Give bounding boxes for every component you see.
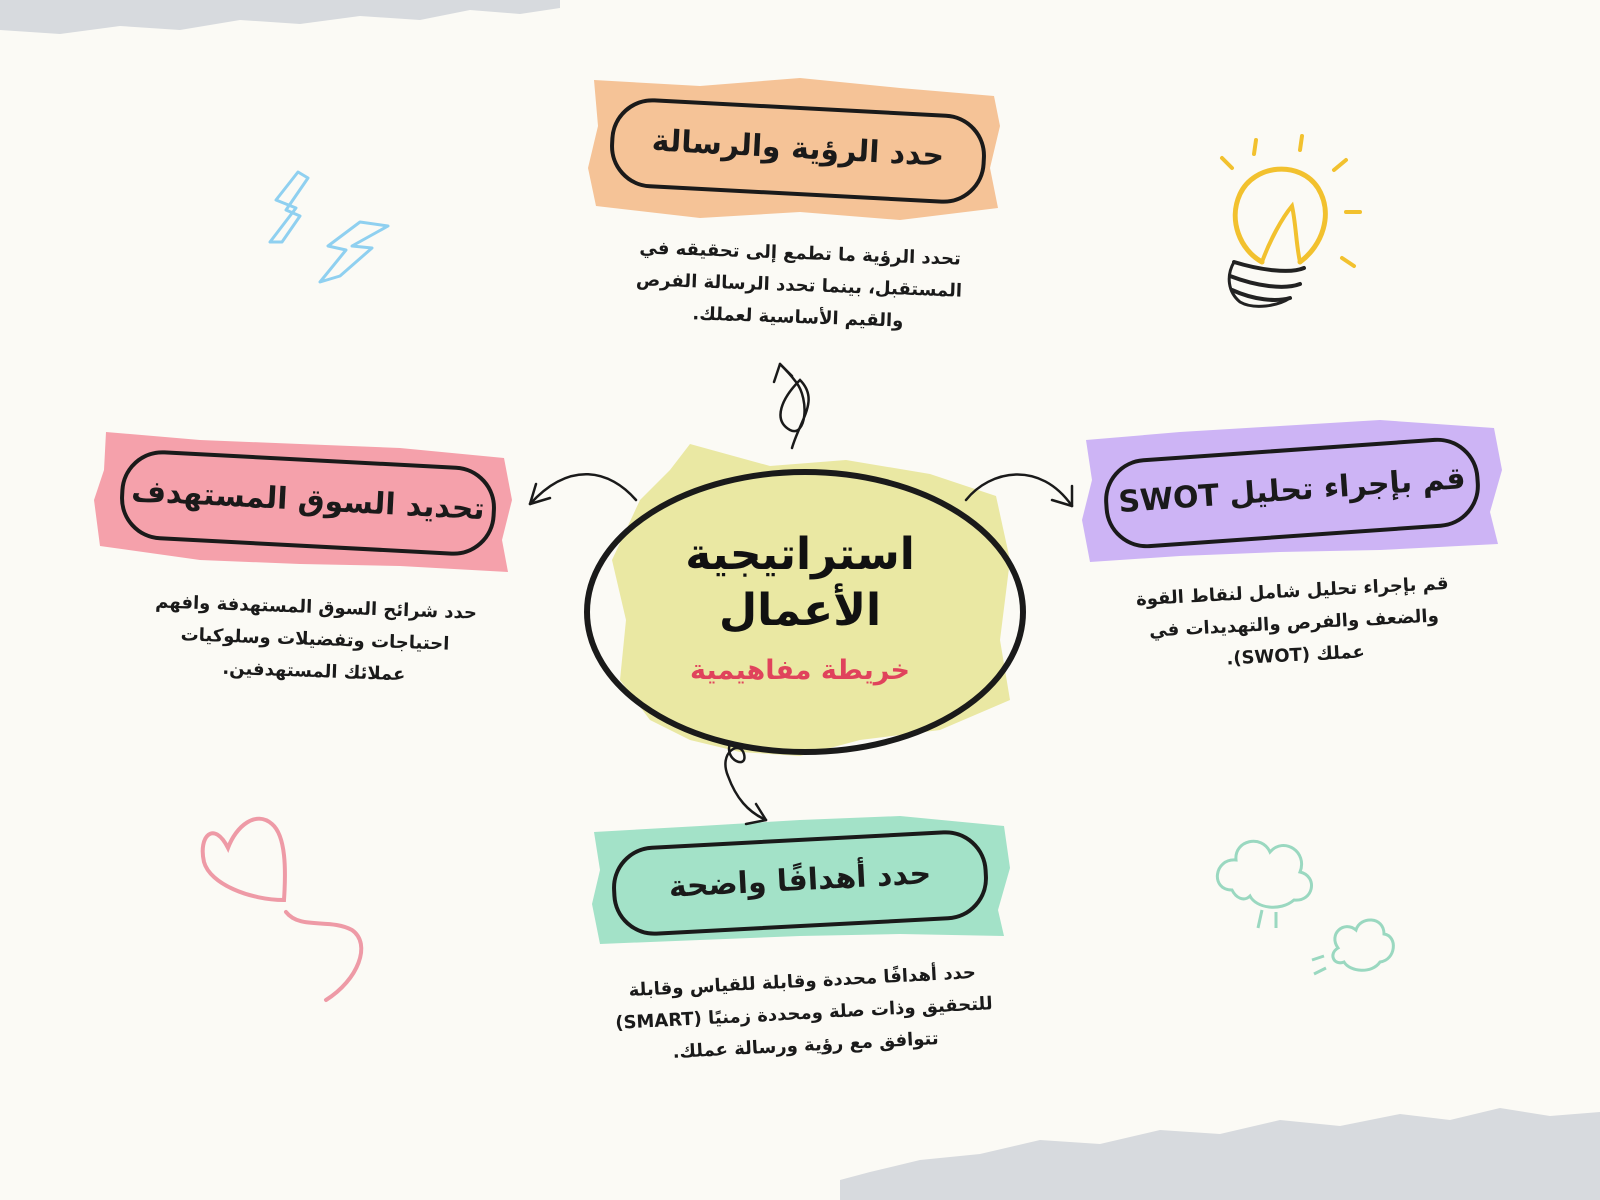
market-pill <box>120 450 496 556</box>
goals-pill <box>612 830 988 936</box>
lightning-icon <box>268 170 390 284</box>
center-subtitle: خريطة مفاهيمية <box>690 655 910 686</box>
vision-box <box>588 78 1000 220</box>
goals-box <box>592 816 1010 944</box>
vision-description: تحدد الرؤية ما تطمع إلى تحقيقه في المستق… <box>635 237 963 332</box>
cloud-icon <box>1215 839 1395 976</box>
swot-pill <box>1104 437 1480 549</box>
arrow-to-market <box>528 473 638 506</box>
center-title: استراتيجية الأعمال <box>640 527 960 639</box>
swot-box <box>1082 420 1502 562</box>
arrow-to-goals <box>724 742 768 826</box>
arrow-to-vision <box>772 362 810 450</box>
center-title-line2: الأعمال <box>718 585 882 636</box>
torn-paper-bottom <box>840 1108 1600 1200</box>
goals-brush <box>592 816 1010 944</box>
market-box <box>94 432 512 572</box>
vision-pill <box>610 98 986 204</box>
center-ellipse <box>584 469 1026 755</box>
swot-description: قم بإجراء تحليل شامل لنقاط القوة والضعف … <box>1135 572 1450 670</box>
center-brush <box>612 444 1010 756</box>
goals-description: حدد أهدافًا محددة وقابلة للقياس وقابلة ل… <box>614 961 994 1063</box>
market-description: حدد شرائح السوق المستهدفة وافهم احتياجات… <box>154 591 478 686</box>
lightbulb-icon <box>1220 134 1362 308</box>
torn-paper-top <box>0 0 560 34</box>
arrow-to-swot <box>964 473 1074 508</box>
center-title-line1: استراتيجية <box>685 529 915 580</box>
heart-icon <box>200 816 364 1002</box>
